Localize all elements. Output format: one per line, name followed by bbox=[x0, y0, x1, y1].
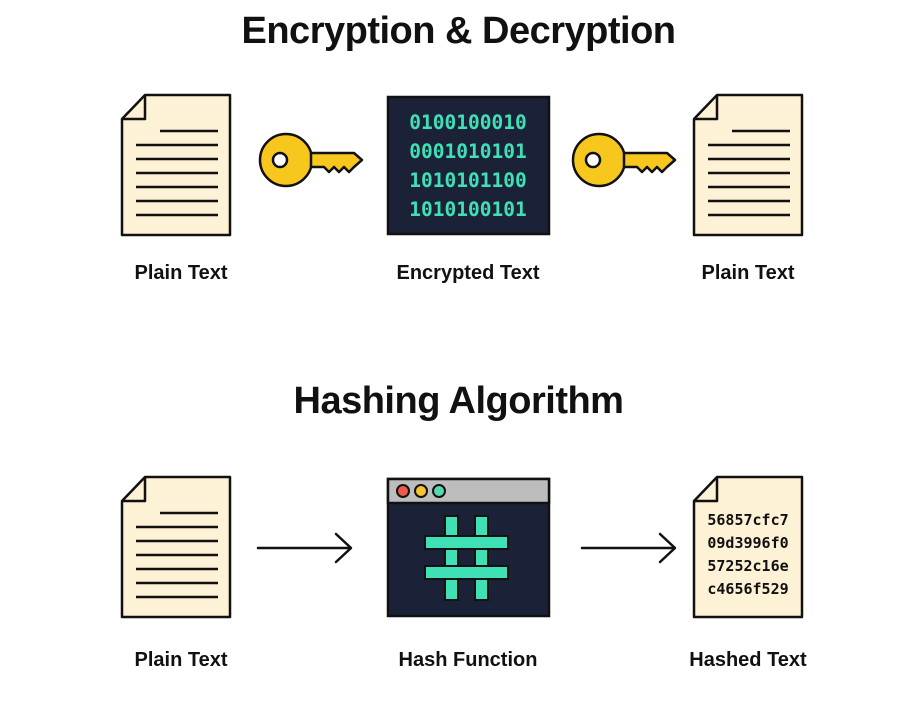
encrypted-text-screen: 0100100010 0001010101 1010101100 1010100… bbox=[386, 95, 551, 236]
hash-symbol-icon bbox=[424, 515, 509, 601]
plain-text-document-icon bbox=[120, 93, 232, 237]
arrow-right-icon bbox=[256, 532, 353, 564]
hash-line: 56857cfc7 bbox=[707, 511, 788, 529]
hashed-text-label: Hashed Text bbox=[689, 649, 807, 671]
hash-line: 57252c16e bbox=[707, 557, 788, 575]
window-maximize-dot bbox=[432, 484, 446, 498]
binary-line: 0100100010 bbox=[409, 111, 526, 134]
binary-line: 1010100101 bbox=[409, 198, 526, 221]
plain-text-label: Plain Text bbox=[701, 262, 795, 284]
window-close-dot bbox=[396, 484, 410, 498]
binary-line: 1010101100 bbox=[409, 169, 526, 192]
encrypted-text-label: Encrypted Text bbox=[396, 262, 540, 284]
plain-text-label: Plain Text bbox=[134, 649, 228, 671]
hash-function-window bbox=[386, 477, 551, 618]
encryption-title: Encryption & Decryption bbox=[241, 10, 677, 52]
binary-line: 0001010101 bbox=[409, 140, 526, 163]
hash-line: c4656f529 bbox=[707, 580, 788, 598]
hashing-title: Hashing Algorithm bbox=[293, 380, 624, 422]
hashed-text-document: 56857cfc7 09d3996f0 57252c16e c4656f529 bbox=[692, 475, 804, 619]
key-icon bbox=[258, 132, 364, 188]
hash-line: 09d3996f0 bbox=[707, 534, 788, 552]
window-minimize-dot bbox=[414, 484, 428, 498]
plain-text-label: Plain Text bbox=[134, 262, 228, 284]
hash-function-label: Hash Function bbox=[398, 649, 538, 671]
arrow-right-icon bbox=[580, 532, 677, 564]
plain-text-document-icon bbox=[120, 475, 232, 619]
plain-text-document-icon bbox=[692, 93, 804, 237]
key-icon bbox=[571, 132, 677, 188]
